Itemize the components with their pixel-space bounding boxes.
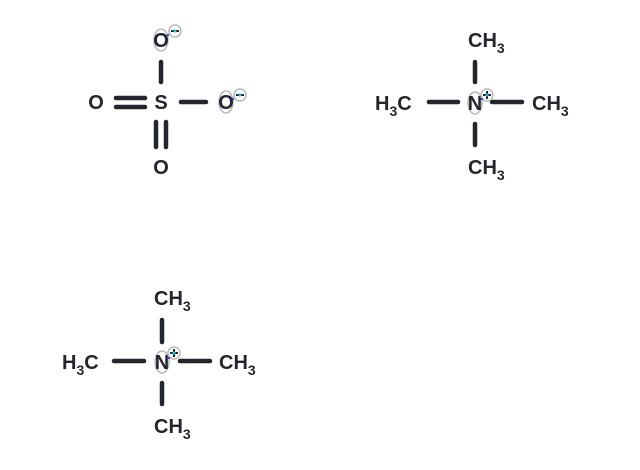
- atom-sulfur: S: [154, 92, 167, 114]
- atom-anchor-dot: [232, 98, 234, 100]
- atom-anchor-dot: [168, 357, 170, 359]
- atom-highlight-ring: [154, 350, 170, 374]
- charge-anchor-dot: [172, 351, 176, 355]
- tetramethylammonium-1: N CH3 CH3 H3C CH3: [375, 30, 569, 183]
- methyl-bottom: CH3: [154, 416, 191, 442]
- charge-ring-icon: [168, 24, 182, 38]
- atom-highlight-ring: [153, 28, 169, 52]
- charge-ring-icon: [233, 88, 247, 102]
- atom-oxygen-left: O: [88, 92, 104, 114]
- methyl-left: H3C: [375, 93, 412, 119]
- charge-ring-icon: [480, 88, 494, 102]
- charge-anchor-dot: [485, 93, 489, 97]
- methyl-top: CH3: [468, 30, 505, 56]
- atom-anchor-dot: [167, 34, 169, 36]
- atom-oxygen-right: O: [218, 92, 234, 114]
- charge-ring-icon: [167, 346, 181, 360]
- methyl-left: H3C: [62, 352, 99, 378]
- methyl-bottom: CH3: [468, 157, 505, 183]
- tetramethylammonium-2: N CH3 CH3 H3C CH3: [62, 288, 256, 442]
- methyl-right: CH3: [219, 352, 256, 378]
- methyl-top: CH3: [154, 288, 191, 314]
- atom-highlight-ring: [467, 91, 483, 115]
- atom-highlight-ring: [218, 90, 234, 114]
- sulfate-molecule: S O O O O: [88, 24, 247, 179]
- charge-anchor-dot: [173, 29, 177, 33]
- atom-nitrogen: N: [155, 352, 169, 374]
- atom-oxygen-bottom: O: [153, 157, 169, 179]
- atom-anchor-dot: [481, 98, 483, 100]
- atom-oxygen-top: O: [153, 30, 169, 52]
- charge-anchor-dot: [238, 93, 242, 97]
- methyl-right: CH3: [532, 93, 569, 119]
- atom-nitrogen: N: [468, 93, 482, 115]
